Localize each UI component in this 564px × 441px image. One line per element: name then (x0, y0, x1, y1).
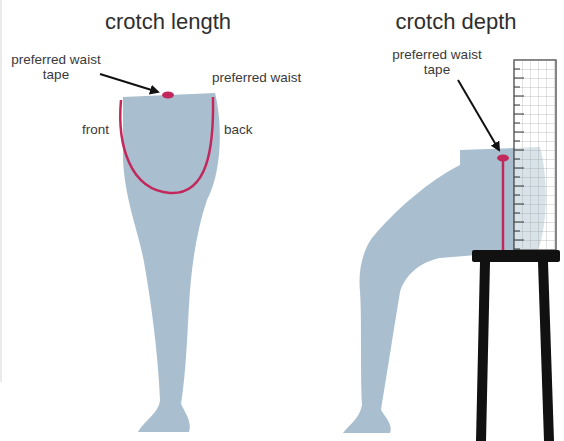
ruler-ticks (514, 69, 524, 249)
waist-tape-dot (497, 155, 509, 162)
leader-arrow (100, 74, 158, 92)
ruler-grid (514, 60, 556, 250)
callout-label: preferred waist tape (382, 47, 492, 77)
callout-label: preferred waist tape (4, 52, 108, 82)
stool-seat (472, 250, 560, 262)
panel-title: crotch length (105, 10, 231, 35)
stool-leg (538, 262, 554, 441)
crotch-depth-line (502, 160, 505, 250)
stool-leg (476, 262, 490, 441)
waist-tape-dot (162, 92, 174, 99)
divider (1, 0, 2, 382)
part-label: preferred waist (212, 70, 301, 85)
ruler (514, 60, 556, 250)
panel-title: crotch depth (395, 10, 516, 35)
part-label: front (82, 122, 109, 137)
crotch-length-tape (120, 97, 213, 193)
part-label: back (224, 122, 253, 137)
leg-silhouette (123, 93, 220, 432)
leader-arrow (458, 80, 499, 150)
